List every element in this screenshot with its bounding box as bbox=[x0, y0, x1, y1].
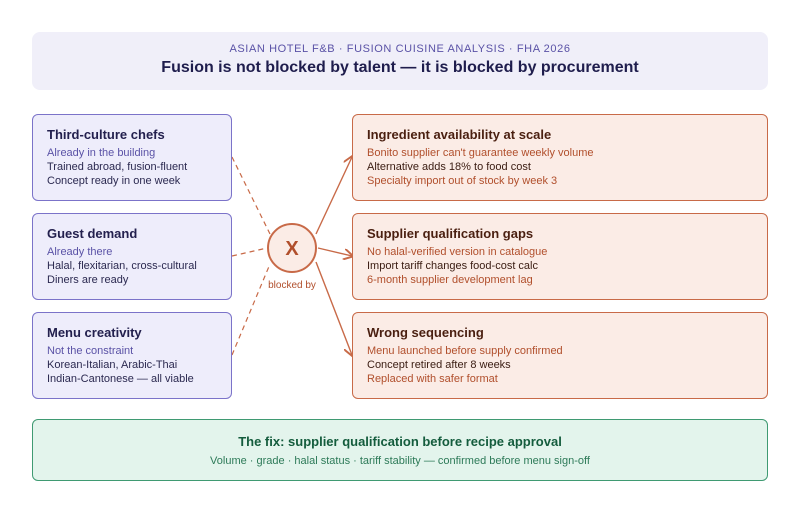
card-line: Alternative adds 18% to food cost bbox=[367, 161, 531, 173]
card-title: Supplier qualification gaps bbox=[367, 226, 534, 241]
card-line: Korean-Italian, Arabic-Thai bbox=[47, 359, 178, 371]
fix-banner: The fix: supplier qualification before r… bbox=[32, 419, 768, 481]
card-subtitle: Already in the building bbox=[47, 147, 156, 159]
header-banner: ASIAN HOTEL F&B · FUSION CUISINE ANALYSI… bbox=[32, 32, 768, 90]
card-menu-creativity: Menu creativity Not the constraint Korea… bbox=[32, 312, 232, 399]
card-third-culture-chefs: Third-culture chefs Already in the build… bbox=[32, 114, 232, 201]
card-line: Import tariff changes food-cost calc bbox=[367, 260, 538, 272]
card-subtitle: Already there bbox=[47, 246, 113, 258]
fix-title: The fix: supplier qualification before r… bbox=[238, 434, 562, 449]
card-line: Bonito supplier can't guarantee weekly v… bbox=[367, 147, 594, 159]
card-line: Replaced with safer format bbox=[367, 373, 498, 385]
card-title: Third-culture chefs bbox=[47, 127, 165, 142]
card-title: Guest demand bbox=[47, 226, 138, 241]
arrow-to-qualification bbox=[317, 247, 352, 256]
fix-subtitle: Volume · grade · halal status · tariff s… bbox=[210, 455, 590, 467]
card-line: Indian-Cantonese — all viable bbox=[47, 373, 194, 385]
card-subtitle: Not the constraint bbox=[47, 345, 134, 357]
card-line: No halal-verified version in catalogue bbox=[367, 246, 548, 258]
card-supplier-qualification: Supplier qualification gaps No halal-ver… bbox=[352, 213, 768, 300]
header-kicker: ASIAN HOTEL F&B · FUSION CUISINE ANALYSI… bbox=[229, 43, 571, 55]
dashed-connector-chefs bbox=[231, 156, 271, 235]
card-title: Wrong sequencing bbox=[367, 325, 484, 340]
card-wrong-sequencing: Wrong sequencing Menu launched before su… bbox=[352, 312, 768, 399]
card-line: Menu launched before supply confirmed bbox=[367, 345, 563, 357]
card-line: Trained abroad, fusion-fluent bbox=[47, 161, 188, 173]
card-line: Specialty import out of stock by week 3 bbox=[367, 175, 558, 187]
card-line: Concept retired after 8 weeks bbox=[367, 359, 511, 371]
page-title: Fusion is not blocked by talent — it is … bbox=[161, 59, 639, 76]
card-guest-demand: Guest demand Already there Halal, flexit… bbox=[32, 213, 232, 300]
card-line: Concept ready in one week bbox=[47, 175, 181, 187]
arrow-to-sequencing bbox=[315, 261, 352, 355]
card-title: Menu creativity bbox=[47, 325, 142, 340]
dashed-connector-demand bbox=[231, 247, 268, 257]
card-title: Ingredient availability at scale bbox=[367, 127, 552, 142]
card-line: Halal, flexitarian, cross-cultural bbox=[47, 260, 197, 272]
card-line: 6-month supplier development lag bbox=[367, 274, 533, 286]
card-ingredient-availability: Ingredient availability at scale Bonito … bbox=[352, 114, 768, 201]
blocker-symbol: X bbox=[285, 238, 299, 260]
dashed-connector-creativity bbox=[231, 263, 271, 356]
card-line: Diners are ready bbox=[47, 274, 129, 286]
blocker-circle-icon bbox=[267, 223, 317, 273]
blocked-by-label: blocked by bbox=[268, 280, 316, 291]
arrow-to-availability bbox=[315, 157, 352, 235]
